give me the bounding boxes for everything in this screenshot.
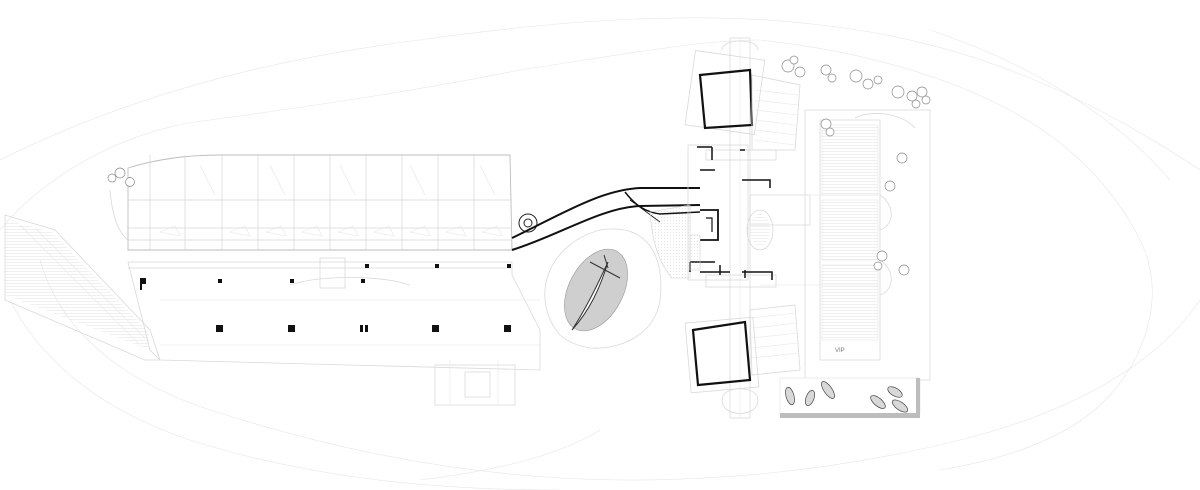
dropoff-island — [544, 228, 662, 349]
roundabout-marker — [518, 213, 538, 233]
lower-plaza — [127, 257, 541, 406]
lobby-building — [687, 144, 774, 281]
vip-label: VIP — [835, 348, 845, 354]
guest-room-block — [109, 154, 513, 251]
lower-pavilion — [684, 304, 801, 394]
structural-columns — [140, 264, 511, 332]
landscape-planting — [649, 204, 691, 279]
trees-right — [781, 55, 931, 276]
trees-left — [107, 167, 135, 187]
upper-pavilion — [684, 50, 801, 151]
terrain-contours — [0, 17, 1200, 490]
hillside-slope — [4, 214, 161, 361]
pool-court: VIP — [760, 109, 931, 381]
bottom-garden — [779, 377, 921, 418]
